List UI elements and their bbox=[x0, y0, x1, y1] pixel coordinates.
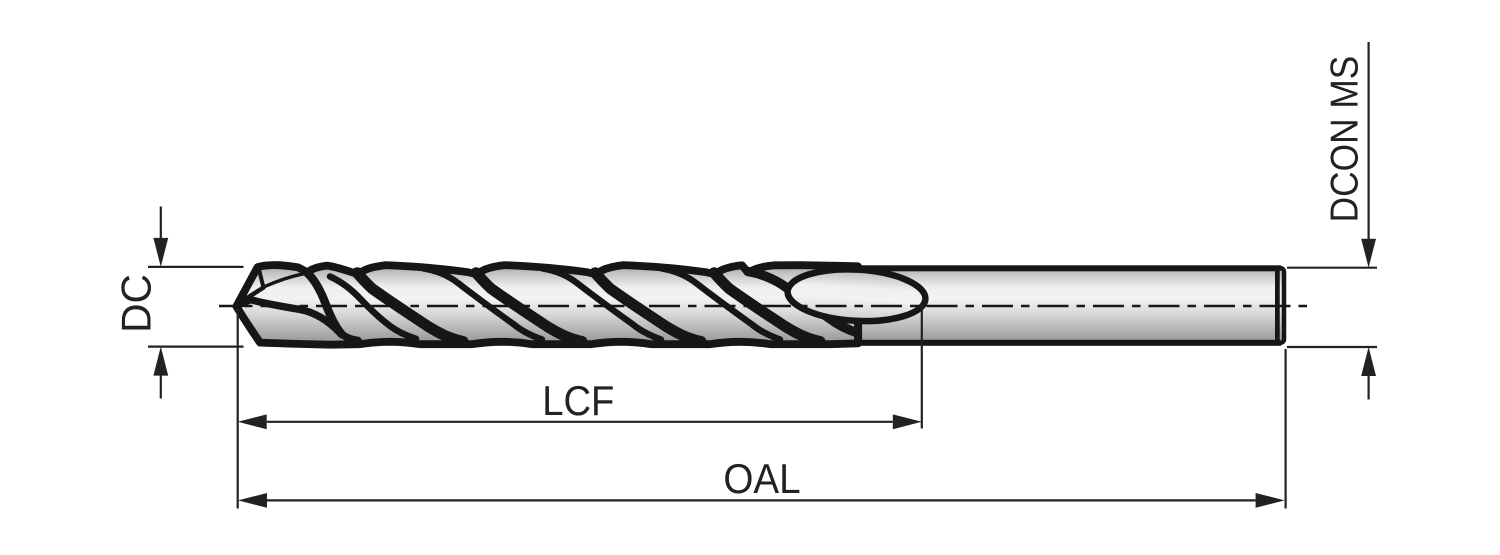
svg-text:DC: DC bbox=[113, 274, 160, 333]
svg-text:LCF: LCF bbox=[542, 377, 614, 424]
svg-text:DCON MS: DCON MS bbox=[1322, 56, 1366, 223]
svg-text:OAL: OAL bbox=[723, 454, 800, 502]
